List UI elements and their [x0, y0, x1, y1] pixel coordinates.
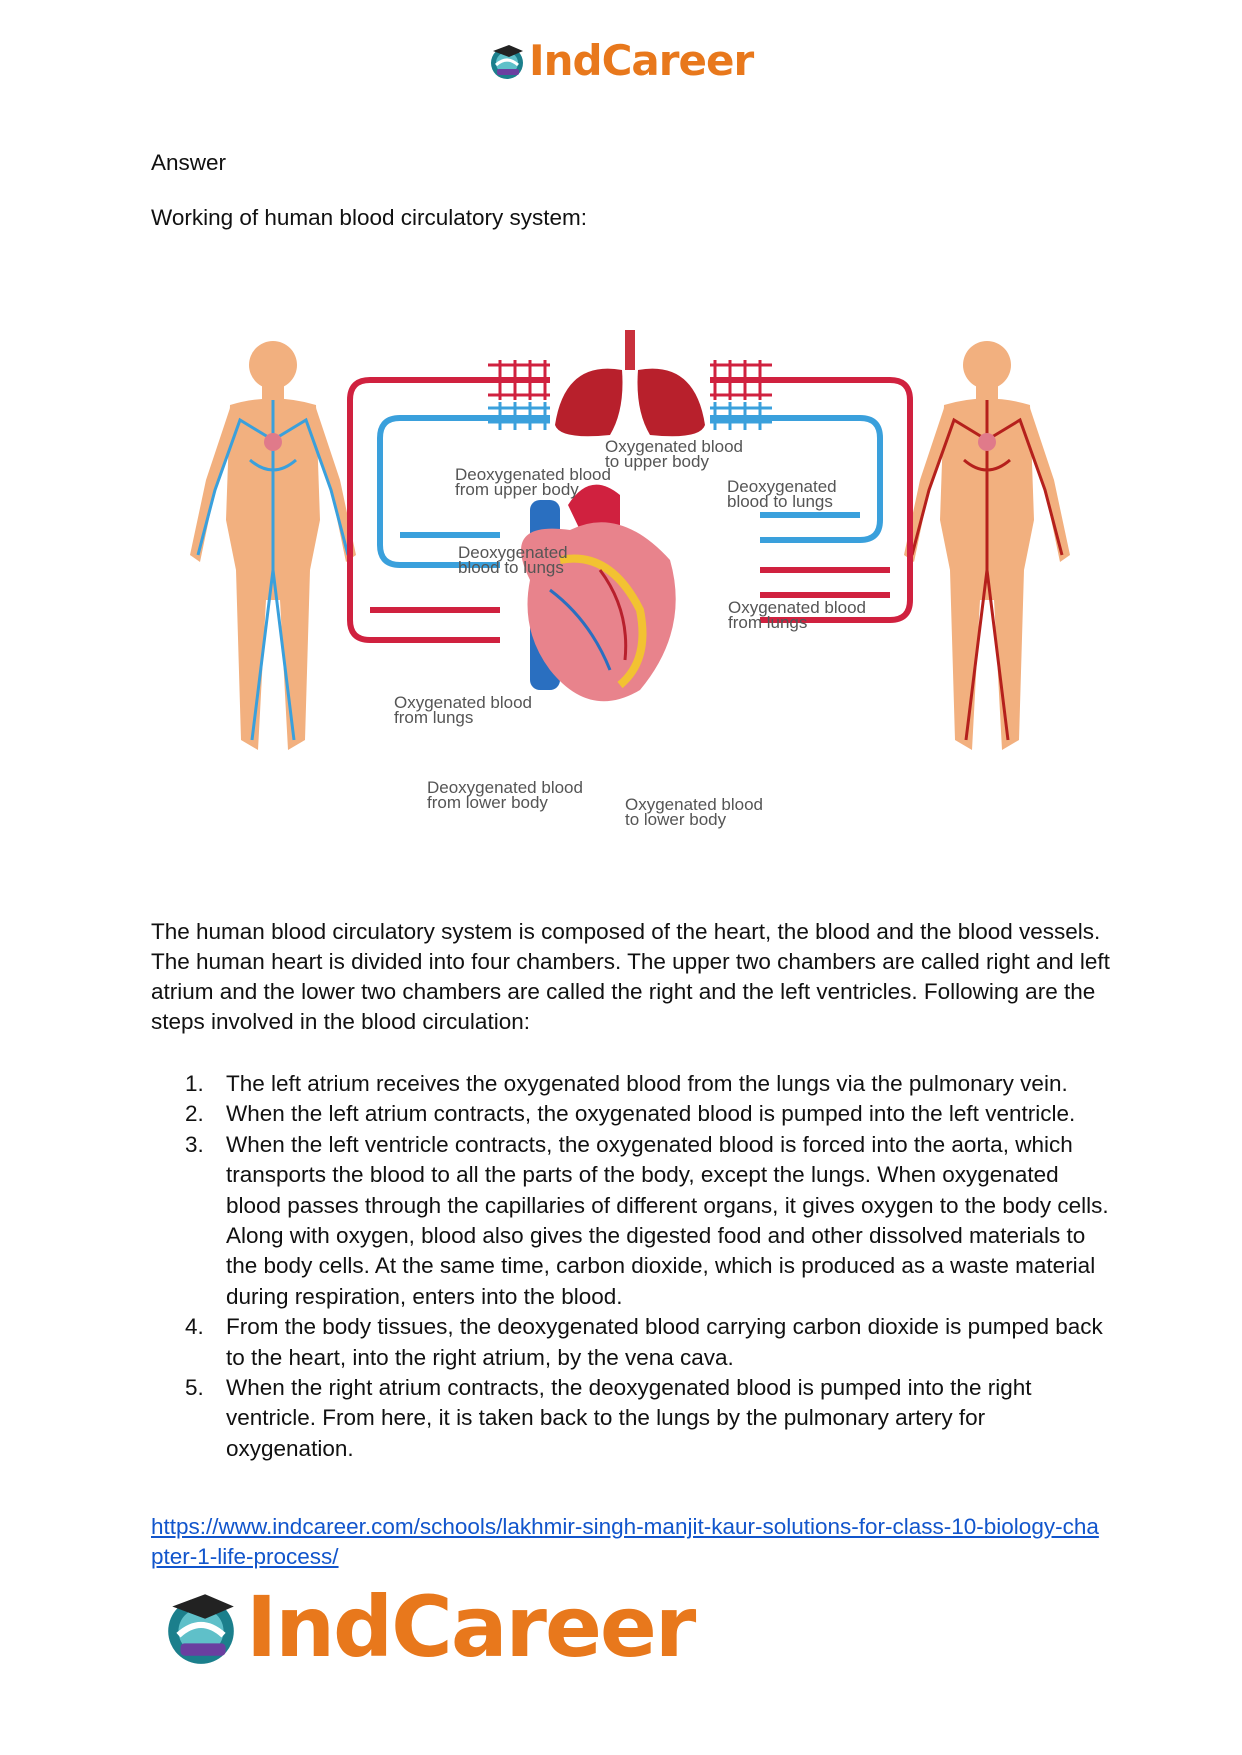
circulation-loops: [347, 377, 913, 643]
list-item: 1. The left atrium receives the oxygenate…: [151, 1069, 1111, 1099]
label-deoxy-lower-1: Deoxygenated blood: [427, 778, 583, 797]
intro-paragraph: The human blood circulatory system is co…: [151, 919, 1110, 1034]
circulation-steps-list: 1. The left atrium receives the oxygenate…: [151, 1069, 1111, 1464]
source-link[interactable]: https://www.indcareer.com/schools/lakhmi…: [151, 1514, 1099, 1569]
label-oxy-from-lungs-right-2: from lungs: [728, 613, 807, 632]
label-deoxy-lower-2: from lower body: [427, 793, 548, 812]
label-deoxy-lungs-right-1: Deoxygenated: [727, 477, 837, 496]
label-oxy-upper-1: Oxygenated blood: [605, 437, 743, 456]
indcareer-logo-bottom[interactable]: IndCareer: [160, 1578, 696, 1676]
step-number: 5.: [185, 1375, 204, 1401]
capillary-grids: [488, 360, 772, 430]
label-deoxy-upper-1: Deoxygenated blood: [455, 465, 611, 484]
label-deoxy-lungs-left-2: blood to lungs: [458, 558, 564, 577]
label-oxy-lower-1: Oxygenated blood: [625, 795, 763, 814]
label-deoxy-upper-2: from upper body: [455, 480, 579, 499]
label-deoxy-lungs-left-1: Deoxygenated: [458, 543, 568, 562]
step-text: The left atrium receives the oxygenated …: [226, 1071, 1068, 1096]
label-oxy-from-lungs-left-2: from lungs: [394, 708, 473, 727]
step-text: When the left atrium contracts, the oxyg…: [226, 1101, 1076, 1127]
label-oxy-from-lungs-left-1: Oxygenated blood: [394, 693, 532, 712]
intro-heading: Working of human blood circulatory syste…: [151, 205, 588, 230]
body-arteries-figure: [904, 341, 1070, 750]
body-veins-figure: [190, 341, 356, 750]
diagram-labels: Oxygenated blood to upper body Deoxygena…: [394, 437, 866, 829]
step-number: 1.: [185, 1071, 204, 1096]
graduation-cap-globe-icon: [491, 45, 523, 79]
circulatory-system-diagram: Oxygenated blood to upper body Deoxygena…: [190, 330, 1070, 829]
label-oxy-from-lungs-right-1: Oxygenated blood: [728, 598, 866, 617]
list-item: 5. When the right atrium contracts, the d…: [151, 1373, 1111, 1464]
label-oxy-lower-2: to lower body: [625, 810, 727, 829]
step-text: When the right atrium contracts, the deo…: [226, 1375, 1032, 1461]
indcareer-logo-top[interactable]: IndCareer: [487, 36, 754, 85]
logo-wordmark: IndCareer: [529, 36, 754, 85]
heart: [521, 484, 676, 702]
graduation-cap-globe-icon: [168, 1594, 234, 1664]
list-item: 2. When the left atrium contracts, the ox…: [151, 1099, 1111, 1129]
step-number: 2.: [185, 1101, 204, 1127]
step-number: 3.: [185, 1131, 204, 1157]
label-oxy-upper-2: to upper body: [605, 452, 709, 471]
answer-label: Answer: [151, 150, 227, 175]
step-number: 4.: [185, 1314, 204, 1340]
lungs: [555, 330, 705, 437]
list-item: 4. From the body tissues, the deoxygenate…: [151, 1312, 1111, 1373]
step-text: From the body tissues, the deoxygenated …: [226, 1314, 1103, 1370]
list-item: 3. When the left ventricle contracts, the…: [151, 1130, 1111, 1312]
logo-wordmark: IndCareer: [246, 1578, 696, 1676]
step-text: When the left ventricle contracts, the o…: [226, 1131, 1109, 1309]
label-deoxy-lungs-right-2: blood to lungs: [727, 492, 833, 511]
